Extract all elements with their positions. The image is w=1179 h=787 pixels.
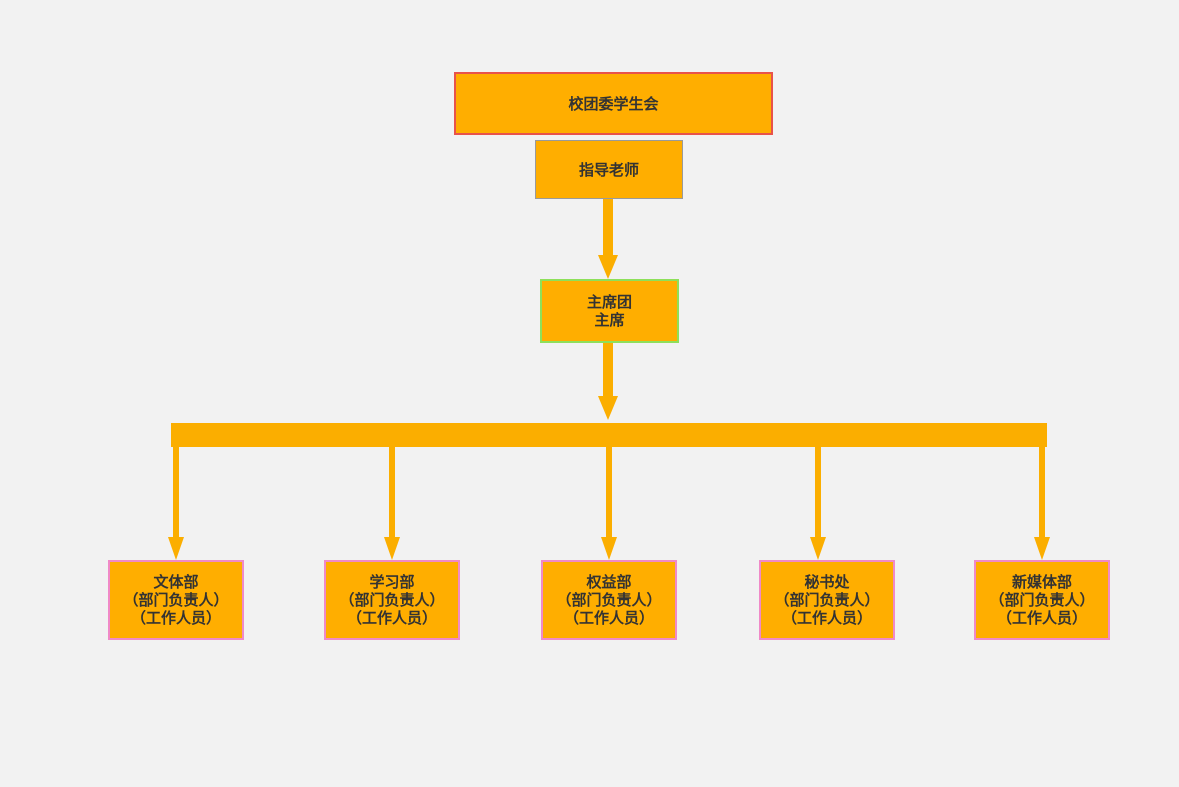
node-advisor: 指导老师	[535, 140, 683, 199]
arrowhead-dept-3	[810, 537, 826, 560]
arrowhead-dept-0	[168, 537, 184, 560]
department-staff-label: （工作人员）	[563, 609, 654, 627]
department-head-label: （部门负责人）	[774, 591, 880, 609]
node-presidium: 主席团 主席	[540, 279, 679, 343]
department-name: 文体部	[153, 573, 199, 591]
department-head-label: （部门负责人）	[556, 591, 662, 609]
department-name: 新媒体部	[1011, 573, 1072, 591]
node-department-study: 学习部 （部门负责人） （工作人员）	[324, 560, 460, 640]
connector-dept-3-shaft	[815, 447, 821, 539]
node-presidium-line1: 主席团	[586, 293, 632, 311]
department-name: 秘书处	[804, 573, 850, 591]
node-department-secretariat: 秘书处 （部门负责人） （工作人员）	[759, 560, 895, 640]
department-head-label: （部门负责人）	[123, 591, 229, 609]
department-staff-label: （工作人员）	[346, 609, 437, 627]
node-student-union-label: 校团委学生会	[568, 94, 659, 113]
connector-advisor-presidium-shaft	[603, 199, 613, 257]
department-name: 权益部	[586, 573, 632, 591]
connector-dept-2-shaft	[606, 447, 612, 539]
department-bus-bar	[171, 423, 1047, 447]
department-staff-label: （工作人员）	[996, 609, 1087, 627]
arrowhead-dept-1	[384, 537, 400, 560]
department-head-label: （部门负责人）	[339, 591, 445, 609]
arrowhead-dept-4	[1034, 537, 1050, 560]
arrowhead-dept-2	[601, 537, 617, 560]
node-department-culture-sports: 文体部 （部门负责人） （工作人员）	[108, 560, 244, 640]
connector-dept-0-shaft	[173, 447, 179, 539]
connector-dept-1-shaft	[389, 447, 395, 539]
department-staff-label: （工作人员）	[781, 609, 872, 627]
node-presidium-line2: 主席	[594, 311, 625, 329]
department-head-label: （部门负责人）	[989, 591, 1095, 609]
connector-dept-4-shaft	[1039, 447, 1045, 539]
node-department-rights: 权益部 （部门负责人） （工作人员）	[541, 560, 677, 640]
department-staff-label: （工作人员）	[130, 609, 221, 627]
node-advisor-label: 指导老师	[578, 160, 639, 179]
arrowhead-to-bus	[598, 396, 618, 420]
arrowhead-to-presidium	[598, 255, 618, 279]
department-name: 学习部	[369, 573, 415, 591]
node-department-new-media: 新媒体部 （部门负责人） （工作人员）	[974, 560, 1110, 640]
node-student-union: 校团委学生会	[454, 72, 773, 135]
connector-presidium-bus-shaft	[603, 343, 613, 398]
